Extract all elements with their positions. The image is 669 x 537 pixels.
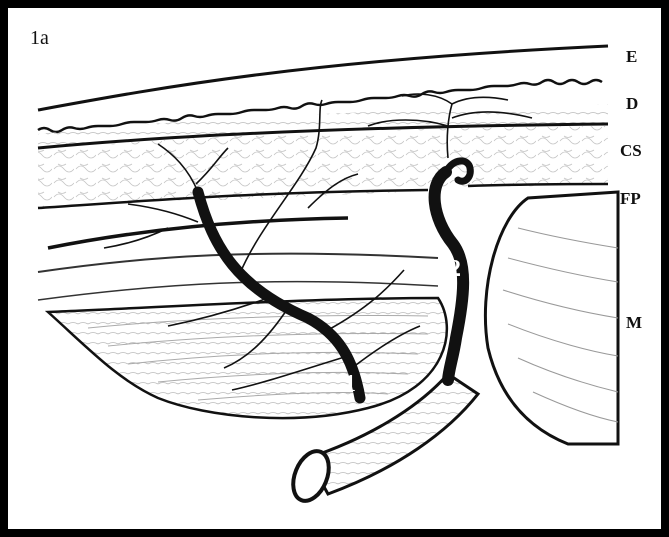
fascia-line-3 — [38, 282, 438, 300]
layer-label-subcutaneous: CS — [620, 142, 642, 159]
right-muscle-m — [485, 192, 618, 444]
layer-label-epidermis: E — [626, 48, 637, 65]
vessel-number-1: 1 — [344, 372, 356, 396]
layer-label-fascia: FP — [620, 190, 641, 207]
vessel-number-2: 2 — [449, 257, 461, 281]
deep-fascia-line — [48, 218, 348, 248]
layer-label-dermis: D — [626, 95, 638, 112]
layer-label-muscle: M — [626, 314, 642, 331]
illustration-canvas: 1a E D CS FP M 1 2 — [8, 8, 661, 529]
anatomical-illustration — [8, 8, 661, 529]
epidermis-outer-line — [38, 46, 608, 110]
figure-label: 1a — [30, 28, 49, 48]
